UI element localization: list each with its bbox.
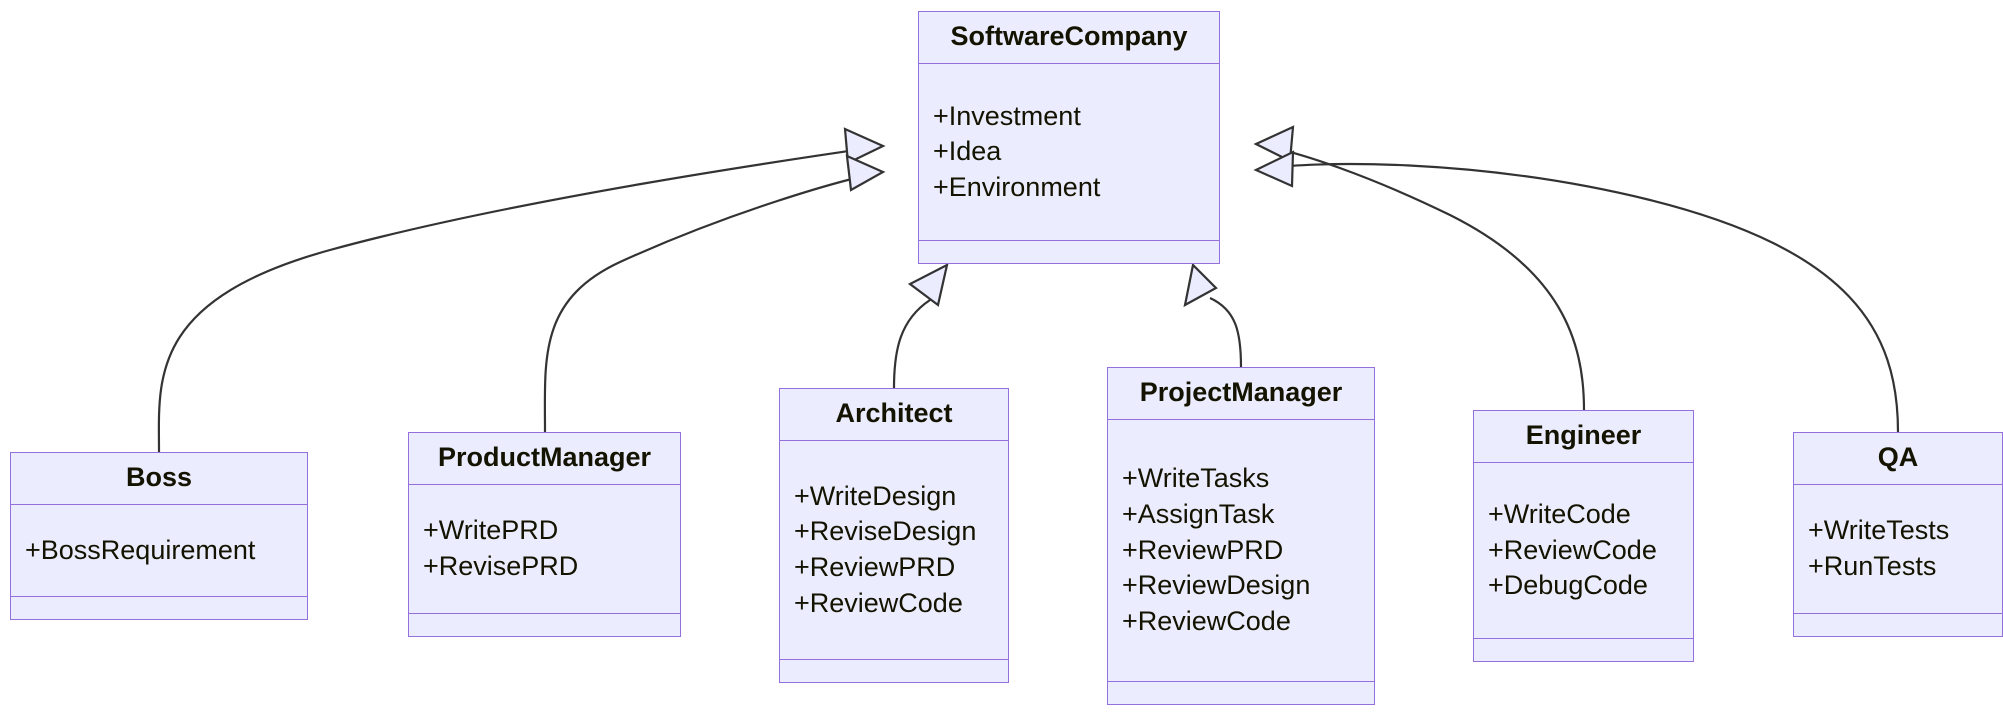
edge-architect-to-softwarecompany (892, 262, 949, 389)
class-title-boss: Boss (11, 453, 307, 506)
class-title-product-manager: ProductManager (409, 433, 680, 486)
class-attribute: +ReviseDesign (794, 516, 977, 547)
class-attribute: +WriteDesign (794, 480, 957, 511)
class-title-engineer: Engineer (1474, 411, 1693, 464)
class-attributes-boss: +BossRequirement (11, 505, 307, 597)
class-attributes-software-company: +Investment +Idea +Environment (919, 64, 1219, 241)
edge-boss-to-softwarecompany (157, 127, 886, 453)
class-attribute: +WriteTasks (1122, 463, 1270, 494)
edge-projectmanager-to-softwarecompany (1183, 262, 1243, 368)
class-attribute: +ReviewDesign (1122, 570, 1311, 601)
class-title-qa: QA (1794, 433, 2002, 486)
class-attributes-engineer: +WriteCode +ReviewCode +DebugCode (1474, 463, 1693, 639)
class-title-software-company: SoftwareCompany (919, 12, 1219, 65)
class-attribute: +ReviewPRD (1122, 534, 1284, 565)
class-node-architect[interactable]: Architect +WriteDesign +ReviseDesign +Revie… (779, 388, 1009, 683)
inheritance-arrowhead (1253, 125, 1295, 163)
class-methods-software-company (919, 241, 1219, 263)
edge-line (892, 299, 931, 389)
edge-line (157, 144, 884, 453)
class-attribute: +Idea (933, 136, 1002, 167)
class-attribute: +RevisePRD (423, 551, 579, 582)
class-methods-qa (1794, 614, 2002, 636)
class-methods-boss (11, 597, 307, 619)
class-title-project-manager: ProjectManager (1108, 368, 1374, 421)
class-methods-engineer (1474, 639, 1693, 661)
inheritance-arrowhead (1183, 262, 1218, 308)
class-node-boss[interactable]: Boss +BossRequirement (10, 452, 308, 620)
class-attributes-product-manager: +WritePRD +RevisePRD (409, 485, 680, 614)
class-attribute: +WritePRD (423, 515, 559, 546)
class-node-product-manager[interactable]: ProductManager +WritePRD +RevisePRD (408, 432, 681, 637)
class-methods-project-manager (1108, 682, 1374, 704)
class-attribute: +ReviewCode (1488, 534, 1657, 565)
class-node-software-company[interactable]: SoftwareCompany +Investment +Idea +Environm… (918, 11, 1220, 264)
edge-line (1209, 297, 1243, 368)
class-node-engineer[interactable]: Engineer +WriteCode +ReviewCode +DebugCode (1473, 410, 1694, 662)
class-attribute: +WriteCode (1488, 499, 1631, 530)
class-title-architect: Architect (780, 389, 1008, 442)
class-attribute: +Investment (933, 100, 1081, 131)
class-attribute: +RunTests (1808, 551, 1937, 582)
class-node-project-manager[interactable]: ProjectManager +WriteTasks +AssignTask +Rev… (1107, 367, 1375, 705)
inheritance-arrowhead (1253, 150, 1295, 188)
class-attribute: +ReviewCode (1122, 605, 1291, 636)
class-attribute: +ReviewPRD (794, 552, 956, 583)
class-attribute: +Environment (933, 171, 1101, 202)
class-node-qa[interactable]: QA +WriteTests +RunTests (1793, 432, 2003, 637)
inheritance-arrowhead (845, 154, 886, 192)
class-methods-product-manager (409, 614, 680, 636)
class-attribute: +BossRequirement (25, 534, 256, 565)
class-attribute: +AssignTask (1122, 499, 1275, 530)
class-attribute: +DebugCode (1488, 570, 1648, 601)
class-methods-architect (780, 660, 1008, 682)
class-attributes-architect: +WriteDesign +ReviseDesign +ReviewPRD +Revi… (780, 441, 1008, 660)
class-attributes-project-manager: +WriteTasks +AssignTask +ReviewPRD +ReviewD… (1108, 420, 1374, 682)
class-attribute: +ReviewCode (794, 587, 963, 618)
class-attribute: +WriteTests (1808, 515, 1950, 546)
class-attributes-qa: +WriteTests +RunTests (1794, 485, 2002, 614)
inheritance-arrowhead (907, 262, 949, 307)
inheritance-arrowhead (843, 127, 886, 165)
